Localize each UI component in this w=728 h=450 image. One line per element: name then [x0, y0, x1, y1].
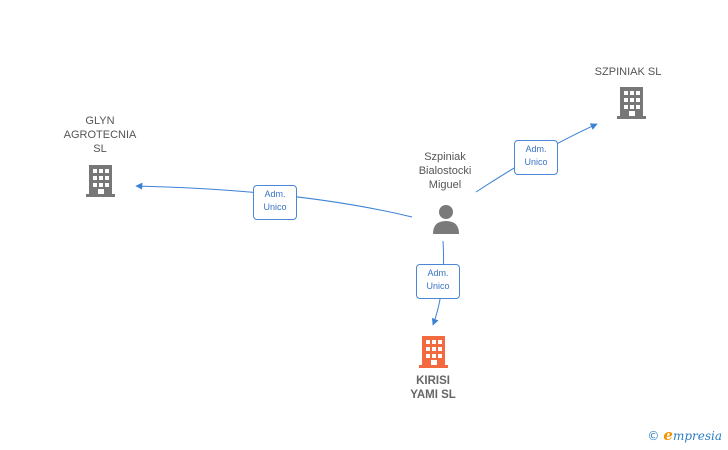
node-label-glyn[interactable]: GLYN AGROTECNIA SL [63, 115, 137, 155]
building-icon[interactable] [617, 87, 646, 119]
brand-logo: ©empresia [647, 426, 722, 444]
node-label-kirisi[interactable]: KIRISI YAMI SL [410, 375, 456, 401]
brand-text: mpresia [672, 429, 722, 443]
copyright-symbol: © [647, 429, 660, 443]
brand-e: e [663, 426, 673, 444]
edge-label-glyn: Adm. Unico [253, 185, 297, 220]
person-icon[interactable] [433, 205, 459, 234]
edge-label-szpiniak-sl: Adm. Unico [514, 140, 558, 175]
node-label-szpiniak-sl[interactable]: SZPINIAK SL [594, 66, 662, 78]
building-icon[interactable] [86, 163, 115, 198]
node-label-person[interactable]: Szpiniak Bialostocki Miguel [418, 151, 472, 191]
building-icon[interactable] [419, 336, 448, 368]
edge-label-kirisi: Adm. Unico [416, 264, 460, 299]
